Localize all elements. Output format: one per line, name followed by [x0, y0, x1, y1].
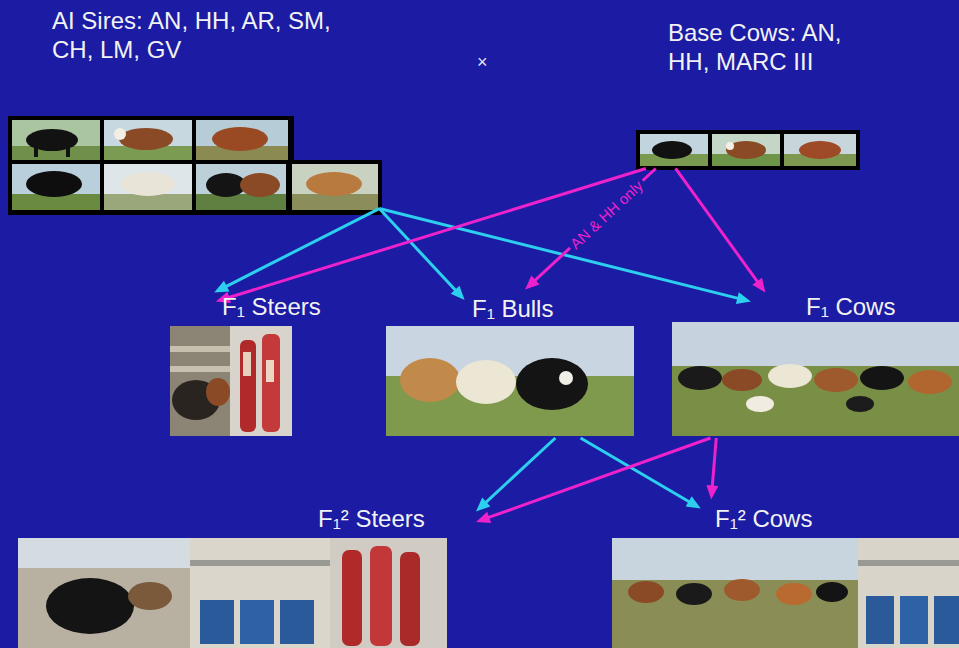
group-heading: Base Cows: AN, HH, MARC III [668, 18, 880, 76]
breeding-arrow [676, 168, 766, 292]
group-heading: F₁² Cows [715, 504, 812, 533]
group-heading: F₁² Steers [318, 504, 425, 533]
breeding-arrow [379, 209, 751, 304]
photo-group: F₁ Bulls [384, 288, 636, 438]
edge-label: AN & HH only [564, 175, 648, 254]
breeding-arrow [706, 438, 718, 500]
photo-group: AI Sires: AN, HH, AR, SM, CH, LM, GV [8, 0, 383, 215]
photo-group: Base Cows: AN, HH, MARC III [636, 18, 883, 170]
group-heading: F₁ Cows [806, 292, 895, 321]
breeding-arrow [476, 438, 710, 523]
photo-group: F₁² Cows [610, 498, 959, 648]
photo-group: F₁² Steers [16, 498, 476, 648]
group-heading: F₁ Steers [222, 292, 321, 321]
group-heading: F₁ Bulls [472, 294, 553, 323]
breeding-arrow [214, 209, 379, 293]
photo-group: F₁ Steers [168, 288, 333, 438]
group-heading: AI Sires: AN, HH, AR, SM, CH, LM, GV [52, 6, 374, 64]
cross-symbol: × [477, 52, 488, 73]
photo-group: F₁ Cows [670, 288, 959, 438]
breeding-arrow [525, 168, 656, 289]
breeding-arrow [476, 438, 555, 512]
breeding-arrow [379, 209, 464, 300]
